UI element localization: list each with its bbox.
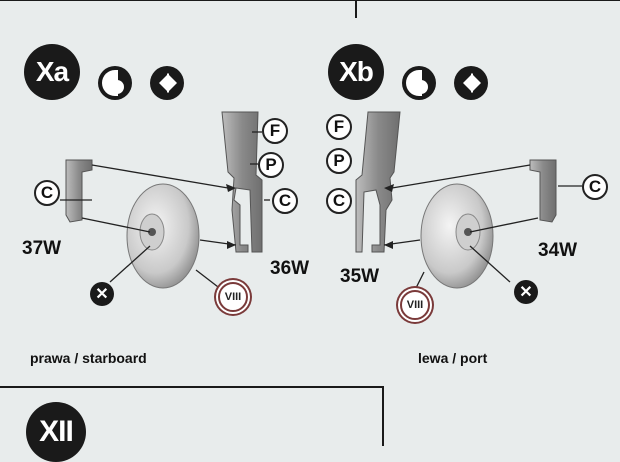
paint-viii-right: VIII [400,290,430,320]
callout-c-right-strut: C [326,188,352,214]
callout-f-right: F [326,114,352,140]
cement-drop-icon [150,66,184,100]
part-number-35w: 35W [340,266,379,288]
step-badge-xb: Xb [328,44,384,100]
callout-f-left: F [262,118,288,144]
landing-gear-drawing [0,0,620,446]
glue-icon [98,66,132,100]
part-37w-shape [66,160,92,222]
part-number-37w: 37W [22,238,61,260]
part-36w-strut [222,112,262,252]
paint-viii-left: VIII [218,282,248,312]
callout-p-right: P [326,148,352,174]
step-badge-xii: XII [26,402,86,462]
glue-icon [402,66,436,100]
caption-starboard: prawa / starboard [30,350,147,366]
caption-port: lewa / port [418,350,487,366]
cement-drop-icon [454,66,488,100]
x-mark-left: ✕ [90,282,114,306]
callout-c-right-door: C [582,174,608,200]
callout-p-left: P [258,152,284,178]
step-badge-xa: Xa [24,44,80,100]
part-35w-strut [356,112,400,252]
part-number-34w: 34W [538,240,577,262]
part-number-36w: 36W [270,258,309,280]
instruction-sheet: Xa Xb F P C C ✕ VIII F P C C ✕ VIII 37W … [0,0,620,446]
part-34w-shape [530,160,556,222]
callout-c-left-door: C [34,180,60,206]
x-mark-right: ✕ [514,280,538,304]
callout-c-left-strut: C [272,188,298,214]
